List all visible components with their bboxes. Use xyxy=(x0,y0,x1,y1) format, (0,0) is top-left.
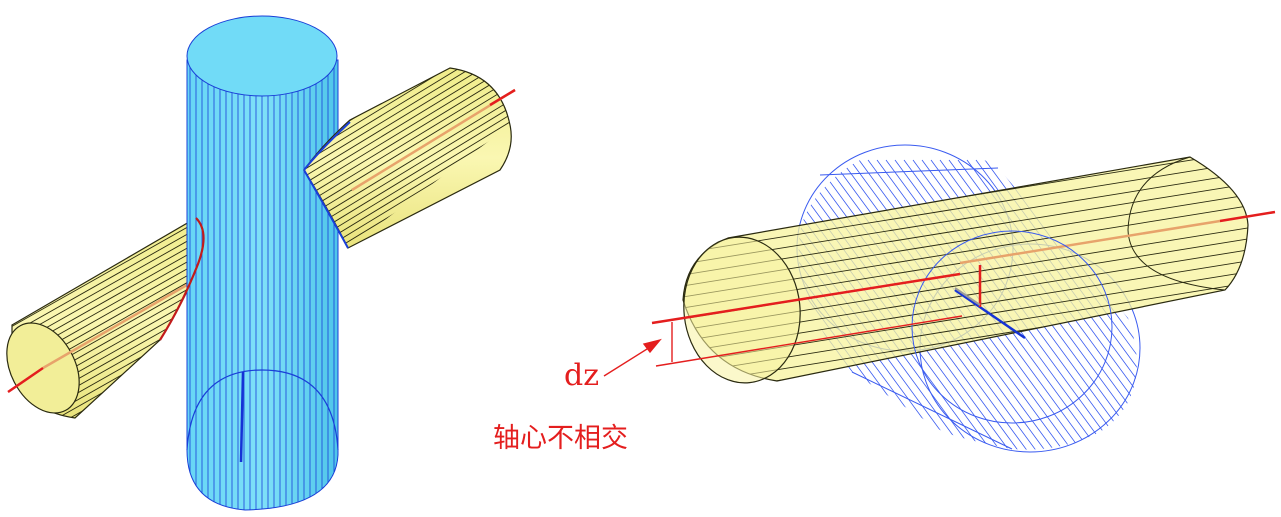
right-red-axis-front xyxy=(651,272,961,325)
hatch-line xyxy=(304,77,510,219)
hatch-line xyxy=(304,108,510,248)
left-red-axis-end-b xyxy=(489,88,516,107)
hatch-line xyxy=(304,68,492,183)
hatch-line xyxy=(683,159,1248,256)
axis-non-intersect-note: 轴心不相交 xyxy=(493,423,628,454)
hatch-line xyxy=(304,82,510,224)
hatch-line xyxy=(304,72,510,214)
hatch-line xyxy=(12,218,206,343)
hatch-line xyxy=(304,68,504,203)
left-blue-axis xyxy=(239,371,245,463)
right-red-axis-back xyxy=(1219,210,1276,223)
left-red-axis-end-a xyxy=(7,366,44,394)
offset-label: dz xyxy=(564,358,599,393)
right-axis-stub xyxy=(954,287,981,306)
hatch-line xyxy=(304,93,510,234)
offset-dimension xyxy=(603,315,963,377)
hatch-line xyxy=(304,103,510,245)
hatch-line xyxy=(304,68,507,209)
left-intersection-curve xyxy=(159,217,205,341)
hatch-line xyxy=(304,98,510,239)
right-blue-axis xyxy=(954,288,1026,340)
hatch-line xyxy=(304,68,495,188)
hatch-line xyxy=(304,68,501,198)
left-blue-cylinder xyxy=(186,15,339,511)
right-figure xyxy=(603,144,1276,453)
left-figure xyxy=(6,15,516,511)
